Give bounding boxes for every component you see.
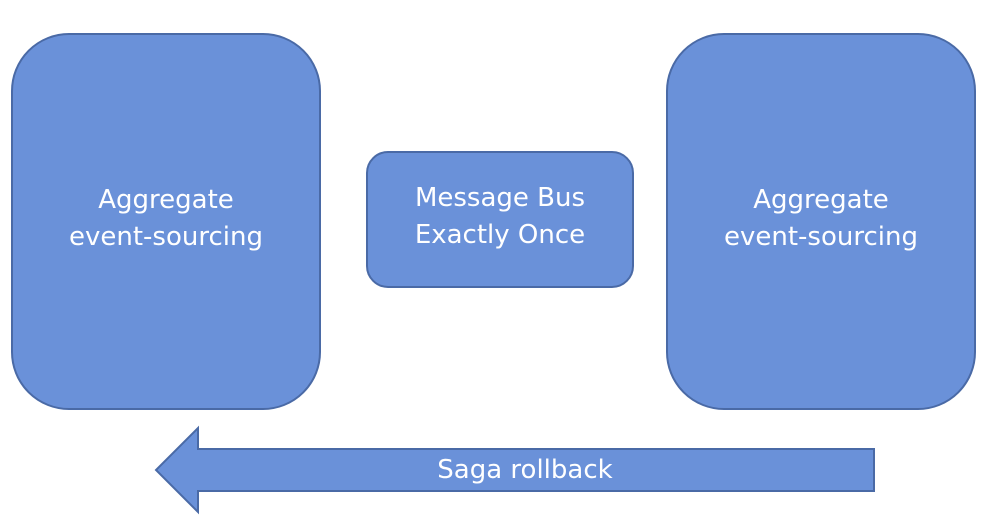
- aggregate-box-left-line1: Aggregate: [98, 184, 234, 215]
- message-bus-box-line2: Exactly Once: [414, 219, 586, 250]
- message-bus-box: Message Bus Exactly Once: [366, 151, 634, 288]
- aggregate-box-left-line2: event-sourcing: [69, 221, 263, 252]
- aggregate-box-right-text: Aggregate event-sourcing: [724, 182, 918, 256]
- aggregate-box-right-line1: Aggregate: [753, 184, 889, 215]
- aggregate-box-left-text: Aggregate event-sourcing: [69, 182, 263, 256]
- message-bus-box-line1: Message Bus: [414, 182, 586, 213]
- aggregate-box-left: Aggregate event-sourcing: [11, 33, 321, 410]
- saga-rollback-label: Saga rollback: [437, 455, 613, 485]
- message-bus-box-text: Message Bus Exactly Once: [415, 180, 585, 254]
- aggregate-box-right: Aggregate event-sourcing: [666, 33, 976, 410]
- aggregate-box-right-line2: event-sourcing: [724, 221, 918, 252]
